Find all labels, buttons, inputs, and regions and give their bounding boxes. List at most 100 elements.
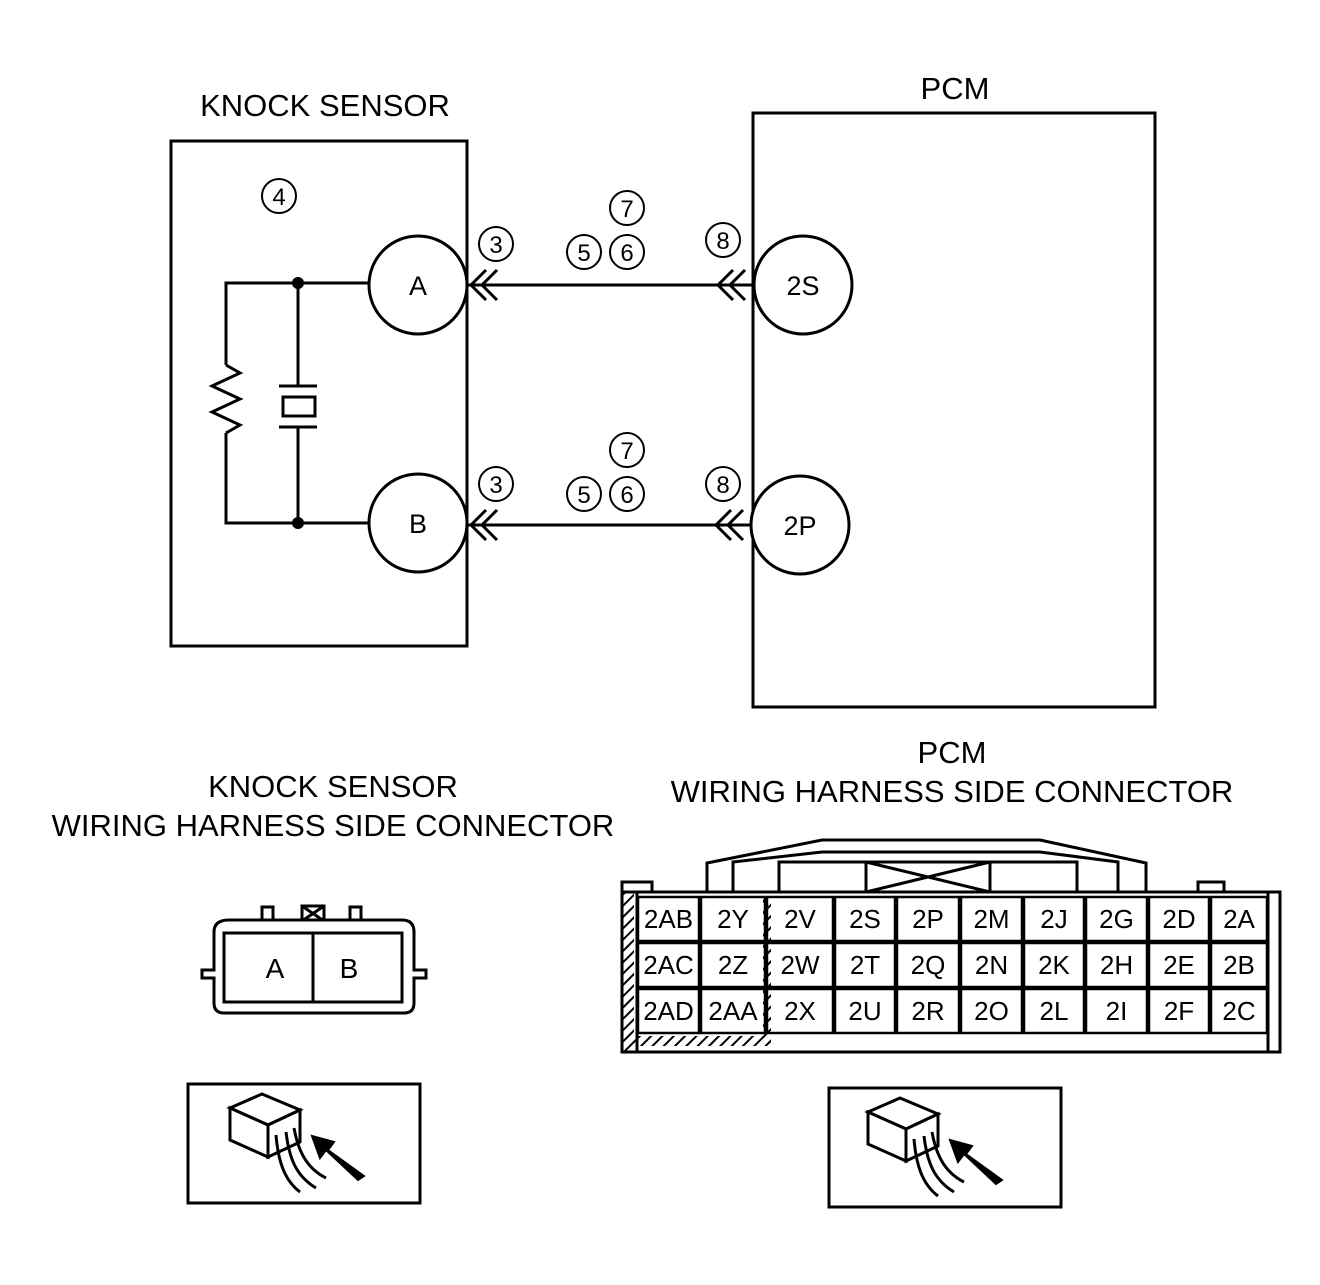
sensor-title: KNOCK SENSOR (200, 88, 450, 123)
pcm-connector-body (620, 838, 1282, 1054)
hatched-locking-region (622, 892, 634, 1052)
pcm-connector-cell (636, 941, 701, 989)
pcm-connector-pin-label: 2AC (643, 950, 694, 980)
svg-text:5: 5 (577, 240, 590, 267)
pcm-connector-cell (699, 895, 767, 943)
connector-probe-icon (827, 1086, 1063, 1209)
svg-text:6: 6 (620, 482, 633, 509)
pcm-connector-pin-label: 2N (975, 950, 1008, 980)
pcm-connector-pin-label: 2R (911, 996, 944, 1026)
ref-marker-3: 3 (478, 226, 514, 262)
pcm-connector-title-1: PCM (918, 735, 987, 770)
pcm-connector-cell (895, 895, 961, 943)
pcm-connector-pin-label: 2AB (644, 904, 693, 934)
svg-text:2P: 2P (783, 511, 816, 541)
pcm-connector-pin-label: 2V (784, 904, 816, 934)
pcm-connector-cell (1084, 941, 1149, 989)
pcm-box (751, 111, 1157, 709)
pcm-connector-pin-label: 2J (1040, 904, 1067, 934)
knock-sensor-box (169, 139, 469, 648)
sensor-pin-b: B (367, 472, 469, 574)
pcm-connector-pin-label: 2U (848, 996, 881, 1026)
pcm-connector-pin-label: 2X (784, 996, 816, 1026)
pcm-connector-cell (636, 987, 701, 1035)
ref-marker-7: 7 (609, 190, 645, 226)
pcm-connector-cell (1084, 895, 1149, 943)
ref-marker-6: 6 (609, 476, 645, 512)
junction-dot (292, 277, 304, 289)
pcm-connector-pin-label: 2S (849, 904, 881, 934)
knock-connector-face (200, 904, 428, 1015)
ref-marker-7: 7 (609, 432, 645, 468)
pcm-pin-2p: 2P (749, 474, 851, 576)
knock-connector-title-1: KNOCK SENSOR (208, 769, 458, 804)
svg-text:4: 4 (272, 184, 285, 211)
svg-text:8: 8 (716, 228, 729, 255)
pcm-connector-pin-label: 2Z (718, 950, 748, 980)
pcm-connector-pin-label: 2B (1223, 950, 1255, 980)
pcm-connector-cell (959, 987, 1024, 1035)
pcm-connector-cell (765, 987, 835, 1035)
svg-text:B: B (409, 509, 427, 539)
pcm-connector-pin-label: 2Q (911, 950, 946, 980)
pcm-connector-cell (1209, 987, 1269, 1035)
sensor-internal-circuit (208, 281, 368, 525)
pcm-connector-pin-label: 2W (781, 950, 820, 980)
pcm-connector-cell (959, 941, 1024, 989)
pcm-connector-cell (959, 895, 1024, 943)
pcm-connector-pin-label: 2M (973, 904, 1009, 934)
pcm-connector-pin-label: 2C (1222, 996, 1255, 1026)
svg-text:2S: 2S (786, 271, 819, 301)
pcm-connector-pin-label: 2L (1040, 996, 1069, 1026)
pcm-connector-cell (699, 987, 767, 1035)
ref-marker-8: 8 (705, 466, 741, 502)
pcm-connector-pin-label: 2Y (717, 904, 749, 934)
connector-chevron (715, 268, 747, 302)
pcm-connector-cell (1022, 987, 1086, 1035)
svg-text:8: 8 (716, 472, 729, 499)
svg-text:A: A (409, 271, 427, 301)
pcm-connector-cell (833, 941, 897, 989)
pcm-pin-2s: 2S (752, 234, 854, 336)
pcm-connector-cell (1022, 941, 1086, 989)
pcm-connector-cell (833, 895, 897, 943)
pcm-connector-cell (833, 987, 897, 1035)
knock-connector-pin-b: B (340, 953, 359, 984)
pcm-connector-cell (1147, 941, 1211, 989)
connector-chevron (468, 508, 499, 542)
connector-chevron (468, 268, 499, 302)
svg-text:6: 6 (620, 240, 633, 267)
pcm-connector-pin-label: 2A (1223, 904, 1255, 934)
svg-text:5: 5 (577, 482, 590, 509)
knock-connector-title-2: WIRING HARNESS SIDE CONNECTOR (52, 808, 615, 843)
connector-probe-icon (186, 1082, 422, 1205)
pcm-connector-cell (1022, 895, 1086, 943)
pcm-connector-title-2: WIRING HARNESS SIDE CONNECTOR (671, 774, 1234, 809)
pcm-connector-pin-label: 2P (912, 904, 944, 934)
ref-marker-5: 5 (566, 234, 602, 270)
pcm-connector-pin-label: 2K (1038, 950, 1070, 980)
ref-marker-3: 3 (478, 466, 514, 502)
pcm-connector-cell (1147, 987, 1211, 1035)
pcm-connector-cell (1209, 895, 1269, 943)
pcm-connector-cell (636, 895, 701, 943)
svg-text:3: 3 (489, 472, 502, 499)
svg-text:7: 7 (620, 438, 633, 465)
hatched-locking-region (634, 1036, 771, 1046)
svg-text:7: 7 (620, 196, 633, 223)
pcm-connector-pin-label: 2I (1106, 996, 1128, 1026)
pcm-connector-pin-label: 2O (974, 996, 1009, 1026)
pcm-connector-pin-label: 2D (1162, 904, 1195, 934)
sensor-pin-a: A (367, 234, 469, 336)
pcm-connector-pin-label: 2T (850, 950, 880, 980)
pcm-connector-cell (895, 987, 961, 1035)
pcm-connector-pin-label: 2F (1164, 996, 1194, 1026)
pcm-connector-pin-label: 2AD (643, 996, 694, 1026)
pcm-connector-cell (765, 941, 835, 989)
ref-marker-4: 4 (261, 178, 297, 214)
svg-text:3: 3 (489, 232, 502, 259)
ref-marker-6: 6 (609, 234, 645, 270)
pcm-connector-cell (1084, 987, 1149, 1035)
